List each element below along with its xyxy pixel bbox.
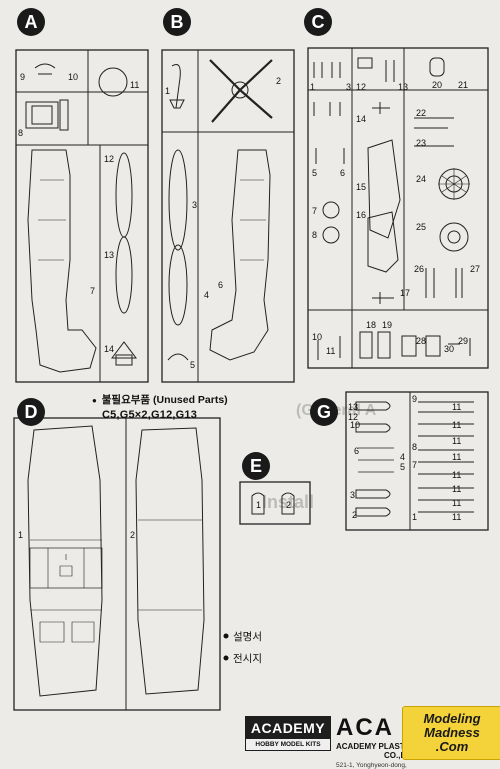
legend-item-instructions: 설명서 [233,631,262,643]
section-b-badge: B [163,8,191,36]
sprue-b-frame [161,49,295,383]
brand-subtitle: HOBBY MODEL KITS [245,739,331,751]
company-name: ACADEMY PLASTIC M CO.,LTD. [336,742,422,760]
section-g-badge: G [310,398,338,426]
section-d-badge: D [17,398,45,426]
sprue-c-frame [307,47,489,369]
sprue-d-frame [13,417,221,711]
ghost-install-text: Install [262,492,315,512]
unused-parts-list: C5,G5×2,G12,G13 [102,409,198,421]
legend-item-display: 전시지 [233,653,262,665]
bullet-icon: ● [92,396,97,405]
section-c-badge: C [304,8,332,36]
modeling-madness-watermark: Modeling Madness .Com [402,706,500,760]
sprue-e-frame [239,481,311,525]
unused-parts-note: ● 불필요부품 (Unused Parts) C5,G5×2,G12,G13 [92,392,262,421]
academy-logo: ACADEMY HOBBY MODEL KITS [245,716,331,751]
section-e-badge: E [242,452,270,480]
company-address: 521-1, Yonghyeon-dong, [336,762,407,769]
sprue-g-frame [345,391,489,531]
legend-bullet-1 [223,633,229,639]
brand-name: ACADEMY [245,716,331,739]
sprue-a-frame [15,49,149,383]
legend-bullet-2 [223,655,229,661]
section-a-badge: A [17,8,45,36]
company-wordmark: ACA [336,714,394,741]
unused-parts-title-en: (Unused Parts) [153,394,228,406]
unused-parts-title-ko: 불필요부품 [101,394,151,406]
